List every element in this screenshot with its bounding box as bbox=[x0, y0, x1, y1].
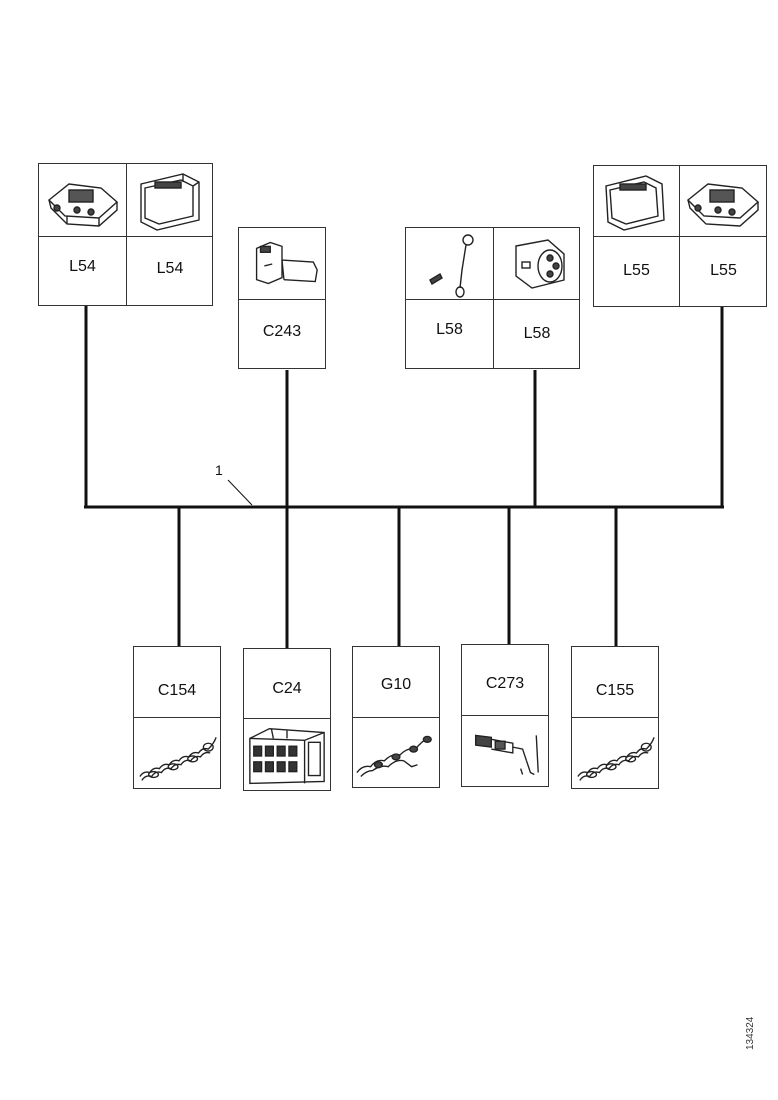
c154-label: C154 bbox=[157, 682, 197, 699]
connector-plug-icon bbox=[594, 170, 679, 234]
l54-component-box: L54 L54 bbox=[38, 163, 213, 306]
lamp-wire-icon bbox=[406, 230, 493, 298]
lamp-socket-icon bbox=[494, 232, 580, 298]
connector-housing-icon bbox=[680, 170, 767, 234]
l55-component-box: L55 L55 bbox=[593, 165, 767, 307]
g10-label: G10 bbox=[380, 676, 412, 693]
connector-plug-icon bbox=[127, 168, 213, 234]
c243-label: C243 bbox=[262, 323, 302, 340]
l54-right-label: L54 bbox=[156, 260, 184, 277]
l58-left-label: L58 bbox=[436, 321, 463, 338]
c24-component-box: C24 bbox=[243, 648, 331, 791]
connector-housing-icon bbox=[39, 168, 126, 234]
c155-component-box: C155 bbox=[571, 646, 659, 789]
c24-label: C24 bbox=[272, 680, 302, 697]
g10-component-box: G10 bbox=[352, 646, 440, 788]
l58-right-label: L58 bbox=[523, 325, 551, 342]
l58-component-box: L58 L58 bbox=[405, 227, 580, 369]
document-number: 134324 bbox=[745, 1016, 756, 1050]
ground-terminal-icon bbox=[353, 721, 439, 787]
terminal-chain-icon bbox=[572, 721, 658, 787]
c155-label: C155 bbox=[595, 682, 635, 699]
c273-label: C273 bbox=[485, 675, 525, 692]
c273-component-box: C273 bbox=[461, 644, 549, 787]
harness-leader-line bbox=[227, 479, 253, 506]
splice-terminal-icon bbox=[462, 719, 548, 785]
multi-pin-connector-icon bbox=[244, 722, 330, 790]
l55-right-label: L55 bbox=[710, 262, 737, 279]
l55-left-label: L55 bbox=[623, 262, 650, 279]
c243-component-box: C243 bbox=[238, 227, 326, 369]
l54-left-label: L54 bbox=[69, 258, 96, 275]
sensor-connector-icon bbox=[239, 232, 325, 296]
c154-component-box: C154 bbox=[133, 646, 221, 789]
terminal-chain-icon bbox=[134, 721, 220, 787]
harness-reference-number: 1 bbox=[215, 462, 223, 478]
